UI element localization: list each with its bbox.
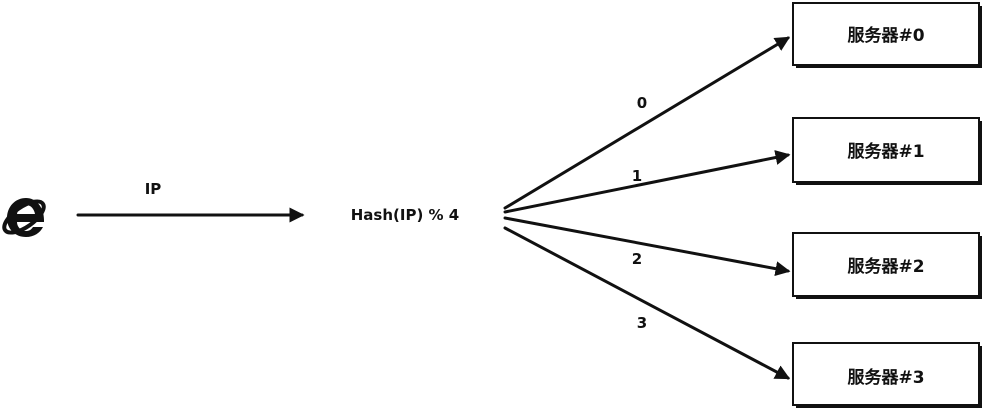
hash-label: Hash(IP) % 4 — [351, 206, 459, 224]
server-box-2: 服务器#2 — [792, 232, 982, 299]
internet-explorer-icon — [2, 198, 46, 237]
route-arrow-1 — [503, 150, 791, 214]
route-arrow-0 — [503, 36, 791, 210]
server-label-2: 服务器#2 — [847, 256, 924, 277]
route-label-1: 1 — [632, 167, 642, 185]
server-box-1: 服务器#1 — [792, 117, 982, 185]
route-label-0: 0 — [637, 94, 647, 112]
route-label-2: 2 — [632, 250, 642, 268]
ip-label: IP — [145, 180, 162, 198]
server-box-3: 服务器#3 — [792, 342, 982, 408]
route-label-3: 3 — [637, 314, 647, 332]
server-label-1: 服务器#1 — [847, 141, 924, 162]
route-arrow-2 — [503, 216, 791, 277]
server-label-0: 服务器#0 — [847, 25, 924, 46]
server-label-3: 服务器#3 — [847, 367, 924, 388]
route-arrow-3 — [503, 226, 791, 380]
server-box-0: 服务器#0 — [792, 2, 982, 68]
